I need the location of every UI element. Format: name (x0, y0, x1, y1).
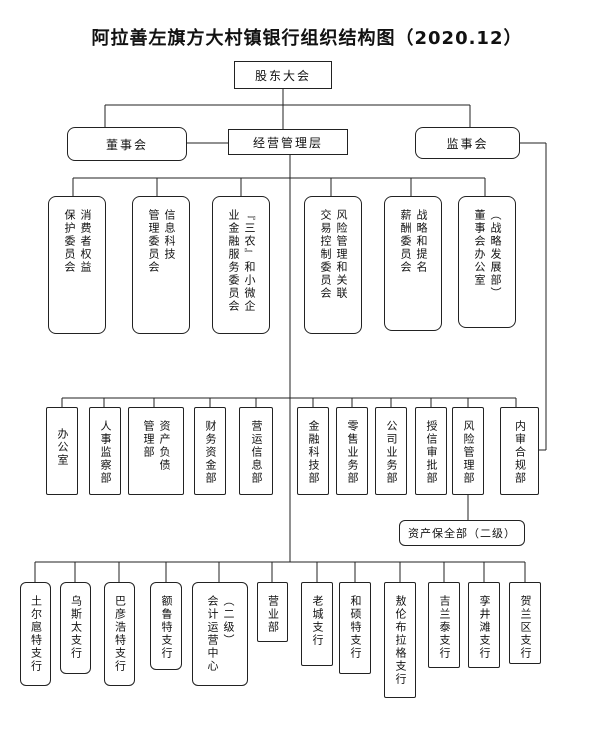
dept-text: 资产负债 (158, 420, 171, 472)
branch-aolunbulage: 敖伦布拉格支行 (384, 582, 416, 698)
committee-text-line: 薪酬委员会 (399, 209, 412, 274)
dept-text: 公司业务部 (385, 420, 398, 485)
branch-jilantai: 吉兰泰支行 (428, 582, 460, 668)
dept-internal-audit-compliance: 内审合规部 (500, 407, 539, 495)
accounting-operations-center: （二级） 会计运营中心 (192, 582, 248, 686)
branch-hoshut: 和硕特支行 (339, 582, 371, 674)
shareholders-node: 股东大会 (234, 61, 332, 89)
dept-text: 办公室 (56, 428, 69, 467)
branch-laocheng: 老城支行 (301, 582, 333, 666)
branch-eluet: 额鲁特支行 (150, 582, 182, 670)
dept-text: 营运信息部 (250, 420, 263, 485)
committee-text-line: （战略发展部） (489, 209, 502, 300)
committee-text-line: 战略和提名 (415, 209, 428, 274)
dept-text: 管理部 (142, 420, 155, 459)
dept-text: 风险管理部 (462, 420, 475, 485)
committee-text-line: 信息科技 (163, 209, 176, 261)
business-department: 营业部 (257, 582, 288, 642)
committee-text-line: 业金融服务委员会 (227, 209, 240, 313)
dept-text: 零售业务部 (346, 420, 359, 485)
branch-text: （二级） (222, 595, 235, 647)
dept-fintech: 金融科技部 (297, 407, 329, 495)
management-node: 经营管理层 (228, 129, 348, 155)
branch-text: 吉兰泰支行 (438, 595, 451, 660)
dept-text: 内审合规部 (513, 420, 527, 485)
branch-wusitai: 乌斯太支行 (60, 582, 91, 674)
dept-text: 财务资金部 (204, 420, 217, 485)
dept-asset-liability: 资产负债 管理部 (128, 407, 184, 495)
branch-luanjingtan: 孪井滩支行 (468, 582, 500, 668)
dept-general-office: 办公室 (46, 407, 78, 495)
dept-text: 金融科技部 (307, 420, 320, 485)
branch-helan-district: 贺兰区支行 (509, 582, 541, 664)
committee-it-management: 信息科技 管理委员会 (132, 196, 190, 334)
branch-text: 老城支行 (311, 595, 324, 647)
branch-text: 和硕特支行 (349, 595, 362, 660)
dept-finance-treasury: 财务资金部 (194, 407, 226, 495)
committee-text-line: 管理委员会 (147, 209, 160, 274)
committee-text-line: 消费者权益 (79, 209, 92, 274)
committee-text-line: 风险管理和关联 (335, 209, 348, 300)
branch-torghut: 土尔扈特支行 (20, 582, 51, 686)
branch-text: 土尔扈特支行 (29, 595, 43, 673)
committee-consumer-protection: 消费者权益 保护委员会 (48, 196, 106, 334)
branch-text: 会计运营中心 (206, 595, 219, 673)
committee-text-line: 保护委员会 (63, 209, 76, 274)
committee-strategy-nomination-compensation: 战略和提名 薪酬委员会 (384, 196, 442, 331)
board-node: 董事会 (67, 127, 187, 161)
dept-operations-it: 营运信息部 (239, 407, 273, 495)
dept-retail: 零售业务部 (336, 407, 368, 495)
branch-text: 孪井滩支行 (478, 595, 491, 660)
committee-risk-related-transactions: 风险管理和关联 交易控制委员会 (304, 196, 362, 334)
dept-corporate: 公司业务部 (375, 407, 407, 495)
committee-text-line: 董事会办公室 (473, 209, 486, 287)
page-title: 阿拉善左旗方大村镇银行组织结构图（2020.12） (91, 28, 523, 49)
dept-credit-approval: 授信审批部 (415, 407, 447, 495)
branch-text: 贺兰区支行 (519, 595, 532, 660)
branch-text: 敖伦布拉格支行 (394, 595, 407, 686)
branch-text: 营业部 (266, 595, 280, 634)
dept-risk-management: 风险管理部 (452, 407, 484, 495)
committee-text-line: 『三农』和小微企 (243, 209, 256, 313)
branch-bayanhot: 巴彦浩特支行 (104, 582, 135, 686)
committee-sannong-financial-services: 『三农』和小微企 业金融服务委员会 (212, 196, 270, 334)
dept-text: 授信审批部 (425, 420, 438, 485)
branch-text: 额鲁特支行 (160, 595, 173, 660)
branch-text: 乌斯太支行 (69, 595, 83, 660)
supervisors-node: 监事会 (415, 127, 520, 159)
board-office-strategy-department: （战略发展部） 董事会办公室 (458, 196, 516, 328)
committee-text-line: 交易控制委员会 (319, 209, 332, 300)
dept-text: 人事监察部 (99, 420, 112, 485)
dept-hr-supervision: 人事监察部 (89, 407, 121, 495)
branch-text: 巴彦浩特支行 (113, 595, 127, 673)
asset-preservation-dept: 资产保全部（二级） (399, 520, 525, 546)
